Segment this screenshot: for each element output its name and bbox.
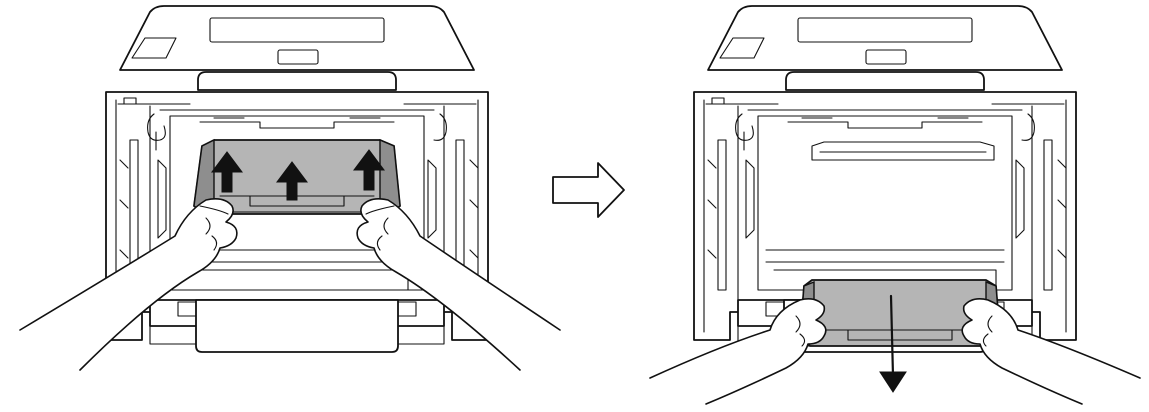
step-1-panel	[19, 5, 561, 371]
lift-arrow-center-icon	[276, 161, 308, 201]
lift-arrow-left-icon	[211, 151, 243, 193]
right-hand	[961, 298, 1141, 405]
left-hand	[19, 198, 238, 371]
left-hand	[649, 298, 827, 405]
right-hand	[356, 198, 561, 371]
pull-arrow-icon	[879, 294, 907, 393]
step-2-panel	[649, 5, 1141, 405]
lift-arrow-right-icon	[353, 149, 385, 191]
step-transition-arrow-icon	[552, 162, 625, 218]
